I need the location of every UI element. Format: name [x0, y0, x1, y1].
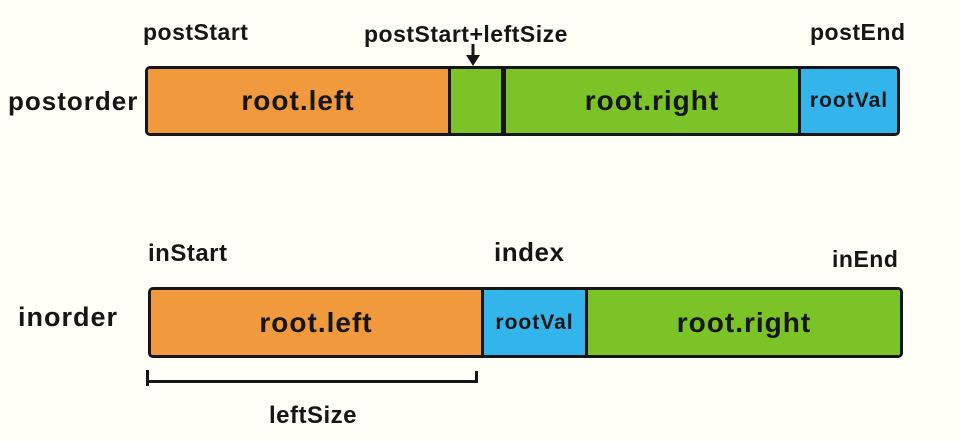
postorder-poststart-label: postStart [143, 19, 249, 45]
measure-left-tick [146, 370, 149, 386]
postorder-rootval-segment: rootVal [798, 69, 897, 133]
postorder-row-label: postorder [8, 86, 139, 116]
inorder-root-right-segment: root.right [585, 290, 900, 355]
inorder-rootval-segment: rootVal [481, 290, 585, 355]
inorder-inend-label: inEnd [832, 246, 899, 272]
leftsize-measure-label: leftSize [268, 402, 358, 429]
measure-right-tick [475, 371, 478, 383]
measure-line [147, 380, 478, 383]
postorder-postend-label: postEnd [810, 19, 906, 45]
inorder-row-label: inorder [18, 302, 119, 332]
inorder-index-label: index [494, 237, 565, 267]
inorder-instart-label: inStart [148, 240, 228, 267]
postorder-leftsize-boundary-cell [448, 69, 501, 133]
down-arrow-icon [466, 44, 480, 66]
postorder-poststart-plus-leftsize-label: postStart+leftSize [364, 21, 568, 47]
inorder-array-bar: root.left rootVal root.right [148, 287, 903, 358]
inorder-root-left-segment: root.left [151, 290, 481, 355]
postorder-root-right-segment: root.right [501, 69, 798, 133]
postorder-root-left-segment: root.left [148, 69, 448, 133]
postorder-array-bar: root.left root.right rootVal [145, 66, 900, 136]
